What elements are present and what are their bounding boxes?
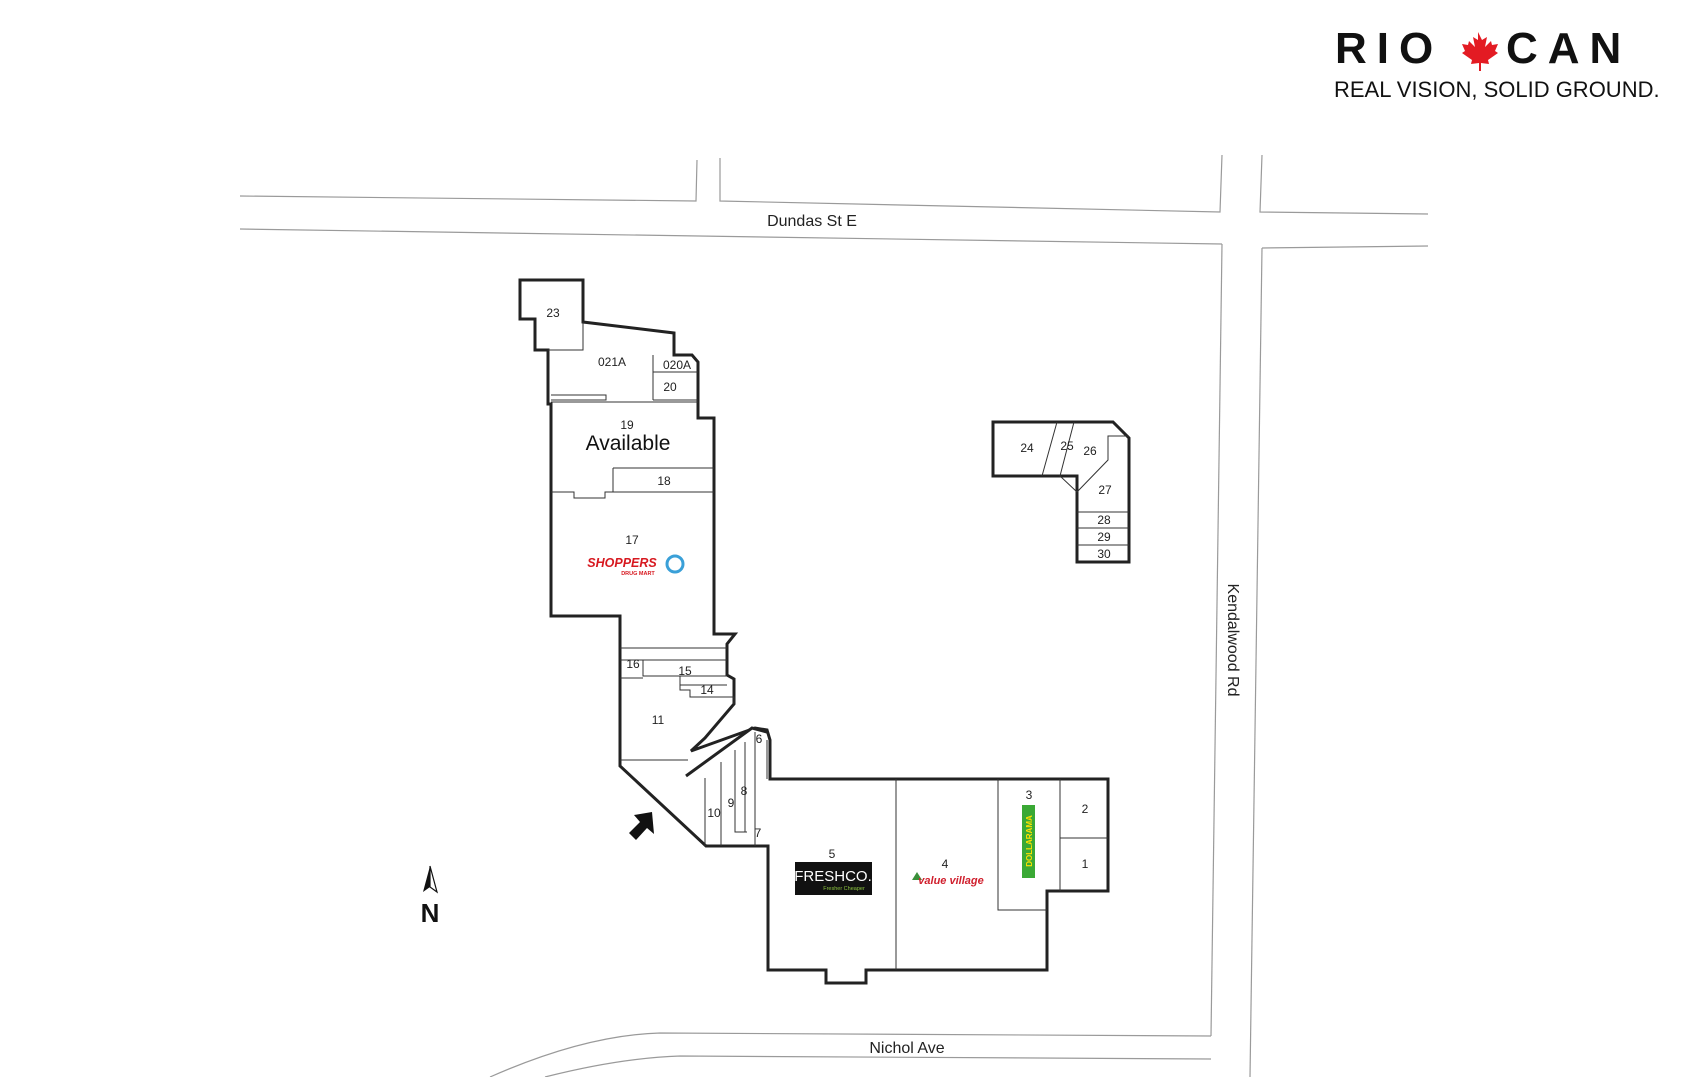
unit-label: 18 (657, 474, 671, 488)
entrance-arrow-icon (629, 812, 654, 840)
logo-text-left: RIO (1335, 24, 1443, 73)
value-village-logo: value village (912, 872, 984, 887)
unit-label: 30 (1097, 547, 1111, 561)
dollarama-logo: DOLLARAMA (1022, 805, 1035, 878)
unit-label: 5 (829, 847, 836, 861)
unit-label: 8 (741, 784, 748, 798)
unit-label: 28 (1097, 513, 1111, 527)
logo-tagline: REAL VISION, SOLID GROUND. (1334, 77, 1660, 102)
unit-label: 3 (1026, 788, 1033, 802)
unit-label: 021A (598, 355, 626, 369)
unit-label: 020A (663, 358, 691, 372)
north-arrow-icon: N (421, 865, 440, 928)
available-label: Available (586, 432, 671, 455)
main-building-notch (685, 726, 768, 778)
pad-unit-divisions (1041, 421, 1129, 546)
street-label-nichol: Nichol Ave (869, 1040, 944, 1057)
unit-label: 16 (626, 657, 640, 671)
street-label-dundas: Dundas St E (767, 213, 857, 230)
unit-label: 17 (625, 533, 639, 547)
rio-can-logo: RIO CAN REAL VISION, SOLID GROUND. (1334, 24, 1660, 102)
north-arrow-label: N (421, 898, 440, 928)
unit-label: 1 (1082, 857, 1089, 871)
unit-label: 9 (728, 796, 735, 810)
unit-label: 23 (546, 306, 560, 320)
unit-label: 26 (1083, 444, 1097, 458)
unit-label: 14 (700, 683, 714, 697)
road-lines (239, 154, 1429, 1077)
unit-label: 25 (1060, 439, 1074, 453)
freshco-logo-text: FRESHCO. (794, 868, 872, 885)
unit-label: 11 (652, 713, 665, 727)
unit-label: 4 (942, 857, 949, 871)
logo-text-right: CAN (1506, 24, 1631, 73)
unit-label: 10 (707, 806, 721, 820)
maple-leaf-icon (1462, 32, 1498, 71)
shoppers-logo-subtext: DRUG MART (621, 571, 655, 577)
unit-label: 27 (1098, 483, 1112, 497)
unit-label: 15 (678, 664, 692, 678)
unit-label: 7 (755, 826, 762, 840)
unit-divisions (548, 322, 1108, 970)
unit-label: 6 (756, 732, 763, 746)
freshco-logo: FRESHCO. Fresher Cheaper (794, 862, 872, 895)
shoppers-logo-text: SHOPPERS (587, 556, 657, 570)
freshco-logo-subtext: Fresher Cheaper (823, 886, 865, 892)
recycle-icon (912, 872, 922, 880)
street-label-kendalwood: Kendalwood Rd (1224, 584, 1241, 697)
unit-labels: 23 021A 020A 20 19 Available 18 17 16 15… (546, 306, 1112, 871)
shoppers-emblem-icon (665, 554, 685, 574)
unit-label: 2 (1082, 802, 1089, 816)
main-building-outline (518, 278, 1110, 985)
unit-label: 29 (1097, 530, 1111, 544)
pad-building-outline (991, 420, 1131, 564)
unit-label: 20 (663, 380, 677, 394)
dollarama-logo-text: DOLLARAMA (1025, 815, 1034, 867)
unit-label: 19 (620, 418, 634, 432)
value-village-logo-text: value village (918, 875, 983, 887)
shoppers-drug-mart-logo: SHOPPERS DRUG MART (587, 554, 685, 577)
unit-label: 24 (1020, 441, 1034, 455)
